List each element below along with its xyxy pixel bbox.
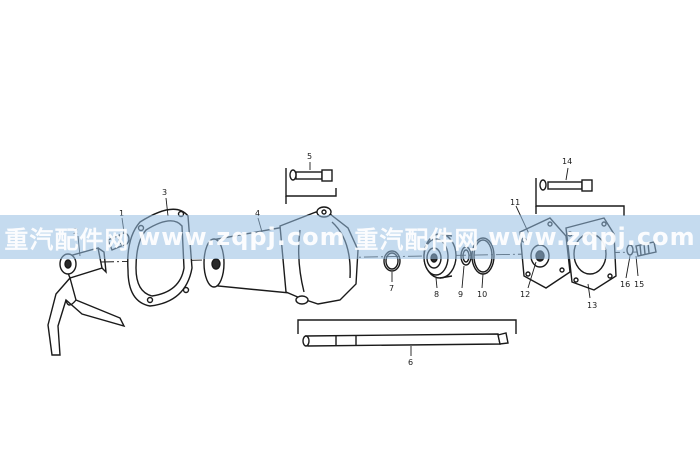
callout-14: 14 [562,157,572,166]
o-ring-large [471,237,495,275]
callout-10: 10 [477,290,487,299]
cylinder-housing [203,206,359,305]
piston-ring [460,246,472,266]
housing-bolts [285,168,337,204]
callout-2: 2 [73,227,78,236]
callout-15: 15 [634,280,644,289]
breather-screw [626,241,657,257]
callout-9: 9 [458,290,463,299]
callout-4: 4 [255,209,260,218]
piston [423,233,457,279]
callout-16: 16 [620,280,630,289]
end-cover [565,217,617,291]
callout-12: 12 [520,290,530,299]
callout-13: 13 [587,301,597,310]
shift-rod [297,319,517,347]
gasket [127,208,193,307]
callout-1: 1 [119,209,124,218]
callout-5: 5 [307,152,312,161]
callout-8: 8 [434,290,439,299]
o-ring-small [383,250,401,272]
cover-bolts [535,178,625,216]
callout-7: 7 [389,284,394,293]
shift-fork [47,247,126,356]
callout-6: 6 [408,358,413,367]
callout-3: 3 [162,188,167,197]
fork-bolt [107,232,130,251]
callout-11: 11 [510,198,520,207]
cover-plate [519,217,571,289]
